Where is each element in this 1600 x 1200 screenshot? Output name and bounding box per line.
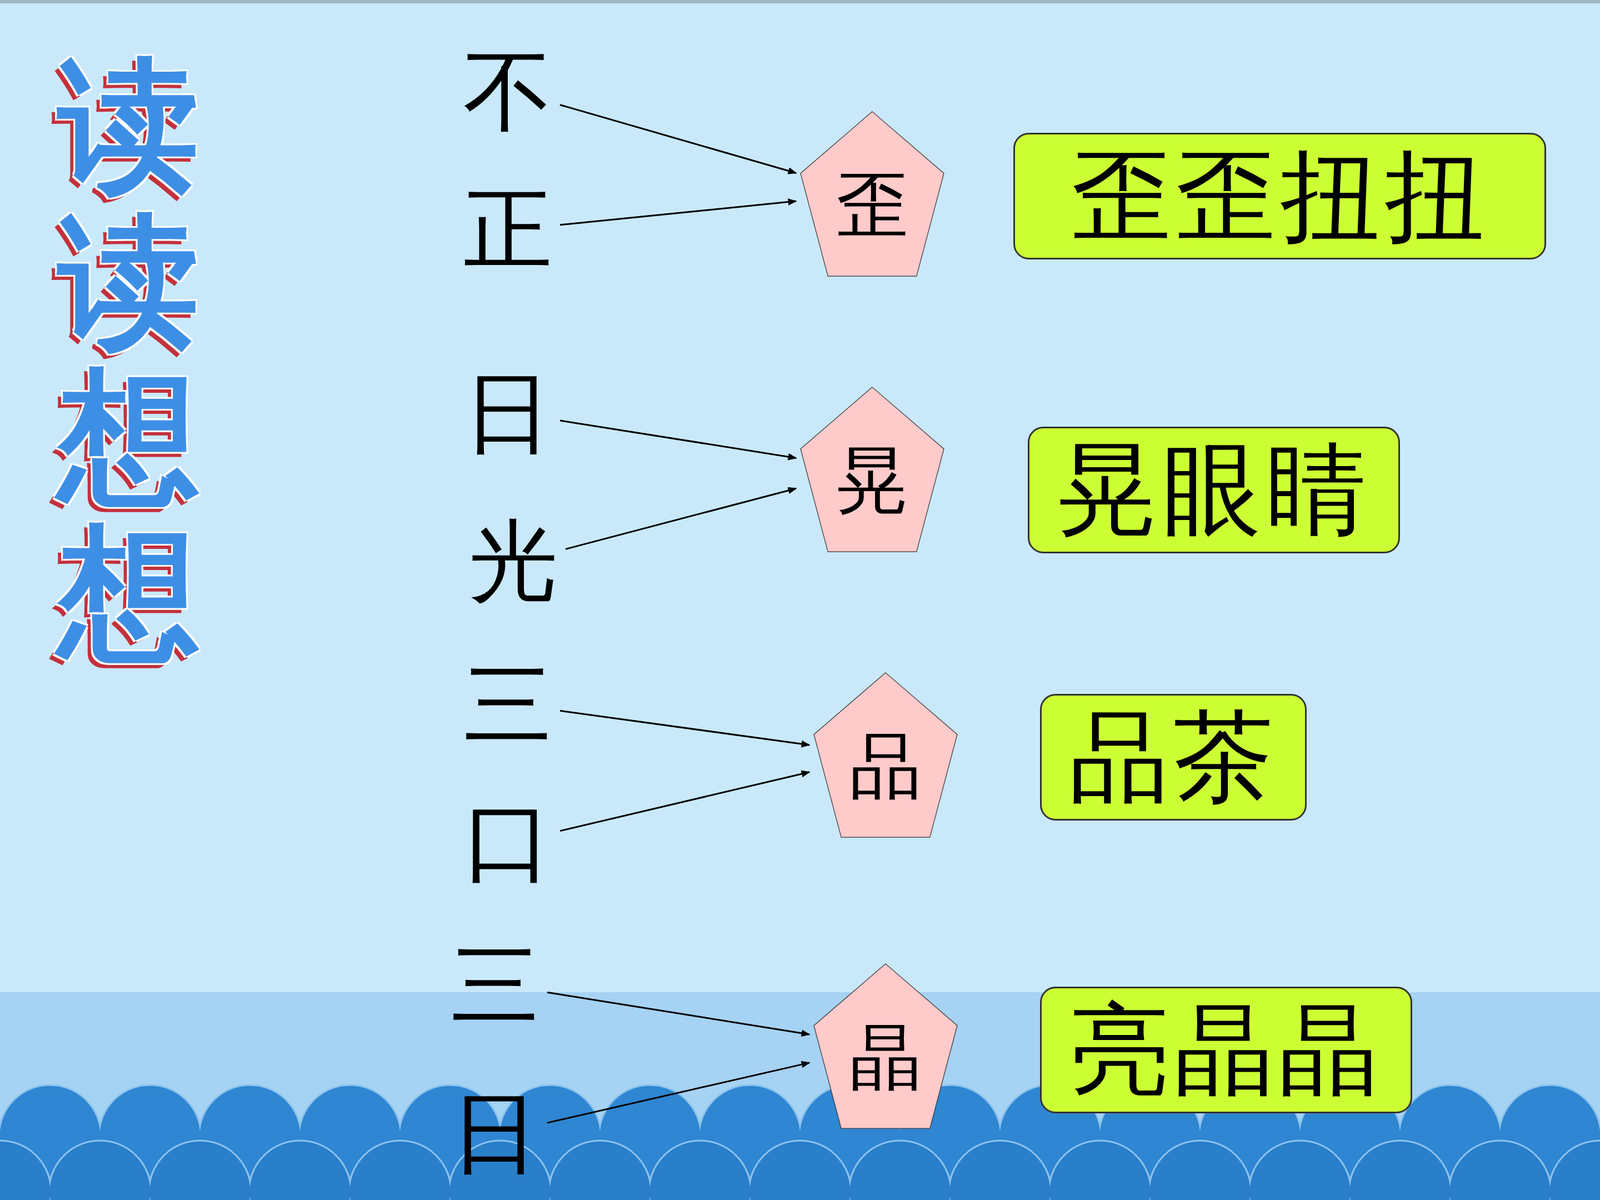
node-text: 品 xyxy=(849,707,922,803)
arrow-connector xyxy=(560,201,797,225)
node-text: 晃眼睛 xyxy=(1057,435,1371,545)
word-box: 晃眼睛 xyxy=(1027,426,1400,554)
component-char: 光 xyxy=(468,512,563,610)
component-char: 不 xyxy=(463,42,557,141)
wave-row xyxy=(0,1138,1600,1200)
pentagon-node: 品 xyxy=(811,670,960,840)
node-text: 晶 xyxy=(849,998,922,1094)
node-text: 晃 xyxy=(836,422,909,517)
arrow-connector xyxy=(560,772,810,832)
component-char: 日 xyxy=(450,1084,544,1183)
node-text: 亮晶晶 xyxy=(1069,995,1383,1105)
node-text: 品茶 xyxy=(1068,702,1278,813)
top-line xyxy=(0,0,1600,4)
node-text: 日 xyxy=(463,364,557,463)
component-char: 正 xyxy=(463,180,557,279)
arrow-connector xyxy=(560,105,797,174)
node-text: 正 xyxy=(463,180,557,279)
pentagon-node: 晃 xyxy=(798,384,947,555)
node-text: 日 xyxy=(450,1084,544,1183)
sea-band xyxy=(0,992,1600,1200)
word-box: 品茶 xyxy=(1040,693,1307,821)
component-char: 口 xyxy=(463,792,557,891)
node-text: 口 xyxy=(463,792,557,891)
component-char: 三 xyxy=(450,936,544,1034)
node-text: 光 xyxy=(468,512,563,610)
word-box: 歪歪扭扭 xyxy=(1013,132,1547,260)
node-text: 三 xyxy=(463,655,557,754)
arrow-connector xyxy=(565,488,797,549)
arrow-connector xyxy=(547,992,810,1035)
arrow-connector xyxy=(560,420,797,458)
node-text: 歪歪扭扭 xyxy=(1071,141,1489,252)
component-char: 三 xyxy=(463,655,557,754)
arrow-connector xyxy=(560,710,810,745)
pentagon-node: 晶 xyxy=(811,961,960,1132)
node-text: 三 xyxy=(450,936,544,1034)
slide-title: 读读想想 xyxy=(58,47,200,671)
node-text: 歪 xyxy=(836,146,909,242)
word-box: 亮晶晶 xyxy=(1040,986,1413,1114)
component-char: 日 xyxy=(463,364,557,463)
node-text: 不 xyxy=(463,42,557,141)
arrow-connector xyxy=(547,1062,810,1123)
pentagon-node: 歪 xyxy=(798,108,947,279)
